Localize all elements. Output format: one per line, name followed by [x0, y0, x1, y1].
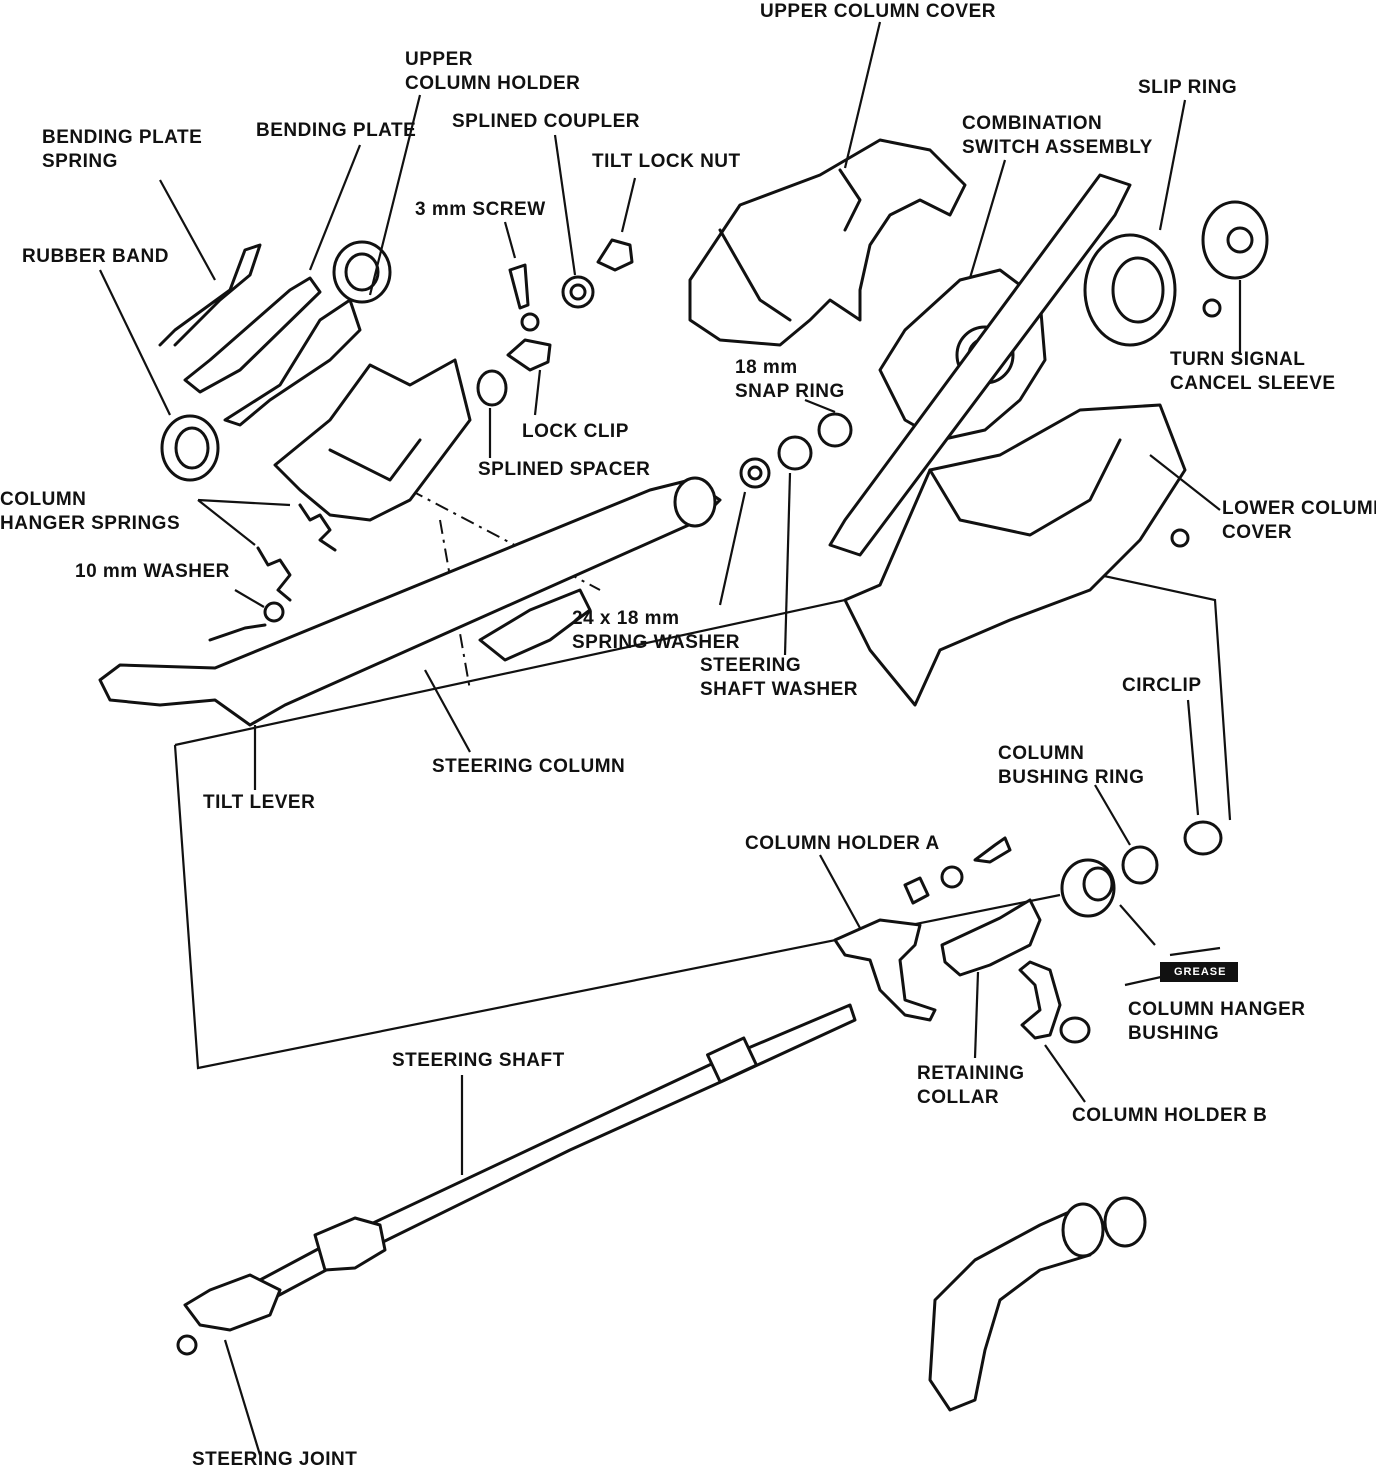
splined-spacer-part — [476, 369, 508, 407]
label-steering-shaft: STEERING SHAFT — [392, 1050, 565, 1071]
splined-coupler-part — [561, 275, 595, 309]
column-bushing-ring-part — [1121, 845, 1159, 885]
lower-cover-edge — [928, 438, 1122, 537]
steering-column-part — [98, 478, 722, 727]
label-10mm-washer: 10 mm WASHER — [75, 561, 230, 582]
label-combination-switch-assembly: COMBINATION SWITCH ASSEMBLY — [962, 113, 1153, 158]
assembly-frame — [174, 558, 1232, 821]
label-lower-column-cover: LOWER COLUMN COVER — [1222, 498, 1376, 543]
steering-shaft-washer-part — [777, 435, 813, 471]
bending-plate-part — [183, 276, 322, 394]
label-column-bushing-ring: COLUMN BUSHING RING — [998, 743, 1145, 788]
retaining-collar-part — [940, 898, 1042, 977]
grease-tip — [1169, 946, 1221, 957]
ring-inner — [344, 252, 380, 292]
bushing-inner — [1082, 866, 1114, 902]
bending-plate-lower — [223, 298, 362, 427]
label-turn-signal-cancel-sleeve: TURN SIGNAL CANCEL SLEEVE — [1170, 349, 1336, 394]
holder-a-nut — [940, 865, 964, 889]
lock-clip-part — [506, 338, 552, 372]
circlip-part — [1183, 820, 1223, 856]
column-hanger-spring-part — [298, 503, 337, 552]
spring-washer-hole — [747, 465, 763, 481]
upper-column-holder-ring — [332, 240, 392, 304]
column-holder-a-part — [833, 918, 937, 1022]
grease-label: GREASE — [1170, 965, 1231, 979]
label-rubber-band: RUBBER BAND — [22, 246, 169, 267]
column-end — [673, 476, 717, 528]
label-spring-washer: 24 x 18 mm SPRING WASHER — [572, 608, 741, 653]
washer-10mm-part — [263, 601, 285, 623]
upper-column-cover-part — [688, 138, 967, 347]
label-slip-ring: SLIP RING — [1138, 77, 1238, 98]
cover-edge — [838, 168, 862, 232]
label-splined-spacer: SPLINED SPACER — [478, 459, 651, 480]
label-splined-coupler: SPLINED COUPLER — [452, 111, 641, 132]
lower-frame — [173, 744, 1061, 1070]
sleeve-screw — [1202, 298, 1222, 318]
boot-end — [1061, 1202, 1105, 1258]
column-hanger-bushing-part — [1060, 858, 1116, 918]
holder-b-nut — [1059, 1016, 1091, 1044]
label-upper-column-cover: UPPER COLUMN COVER — [760, 1, 996, 22]
boot-ring — [1103, 1196, 1147, 1248]
label-3mm-screw: 3 mm SCREW — [415, 199, 546, 220]
coupler-hole — [569, 283, 587, 301]
cover-edge — [718, 228, 792, 322]
shaft-sleeve — [706, 1036, 758, 1084]
label-tilt-lever: TILT LEVER — [203, 792, 316, 813]
joint-bolt — [176, 1334, 198, 1356]
slip-ring-inner — [1111, 256, 1165, 324]
label-column-holder-b: COLUMN HOLDER B — [1072, 1105, 1268, 1126]
lower-cover-screw — [1170, 528, 1190, 548]
label-steering-joint: STEERING JOINT — [192, 1449, 358, 1470]
label-column-holder-a: COLUMN HOLDER A — [745, 833, 940, 854]
column-hanger-spring-part — [256, 546, 292, 602]
upper-shaft — [828, 173, 1132, 557]
bending-plate-spring-part — [158, 243, 262, 347]
label-bending-plate: BENDING PLATE — [256, 120, 417, 141]
label-bending-plate-spring: BENDING PLATE SPRING — [42, 127, 203, 172]
steering-shaft-part — [258, 1003, 857, 1302]
leader-lines — [99, 21, 1242, 1456]
label-steering-column: STEERING COLUMN — [432, 756, 626, 777]
turn-signal-cancel-sleeve-part — [1201, 200, 1269, 280]
holder-a-pin — [903, 876, 930, 905]
joint-upper — [313, 1216, 387, 1272]
screw-washer — [520, 312, 540, 332]
column-bracket — [478, 588, 592, 662]
sleeve-hole — [1226, 226, 1254, 254]
lower-boot-part — [928, 1203, 1107, 1412]
holder-edge — [328, 438, 422, 482]
rubber-band-inner — [174, 426, 210, 470]
upper-column-holder-part — [273, 358, 472, 522]
screw-3mm-part — [508, 263, 530, 310]
label-column-hanger-bushing: COLUMN HANGER BUSHING — [1128, 999, 1306, 1044]
label-retaining-collar: RETAINING COLLAR — [917, 1063, 1025, 1108]
holder-a-bolt — [973, 836, 1012, 864]
label-column-hanger-springs: COLUMN HANGER SPRINGS — [0, 489, 181, 534]
label-lock-clip: LOCK CLIP — [522, 421, 629, 442]
rubber-band-part — [160, 414, 220, 482]
label-circlip: CIRCLIP — [1122, 675, 1202, 696]
label-tilt-lock-nut: TILT LOCK NUT — [592, 151, 741, 172]
label-upper-column-holder: UPPER COLUMN HOLDER — [405, 49, 581, 94]
steering-joint-part — [183, 1273, 282, 1332]
column-holder-b-part — [1018, 960, 1062, 1040]
pivot-bolt — [208, 623, 267, 642]
snap-ring-part — [817, 412, 853, 448]
label-steering-shaft-washer: STEERING SHAFT WASHER — [700, 655, 858, 700]
label-18mm-snap-ring: 18 mm SNAP RING — [735, 357, 845, 402]
tilt-lock-nut-part — [596, 238, 634, 272]
spring-washer-part — [739, 457, 771, 489]
